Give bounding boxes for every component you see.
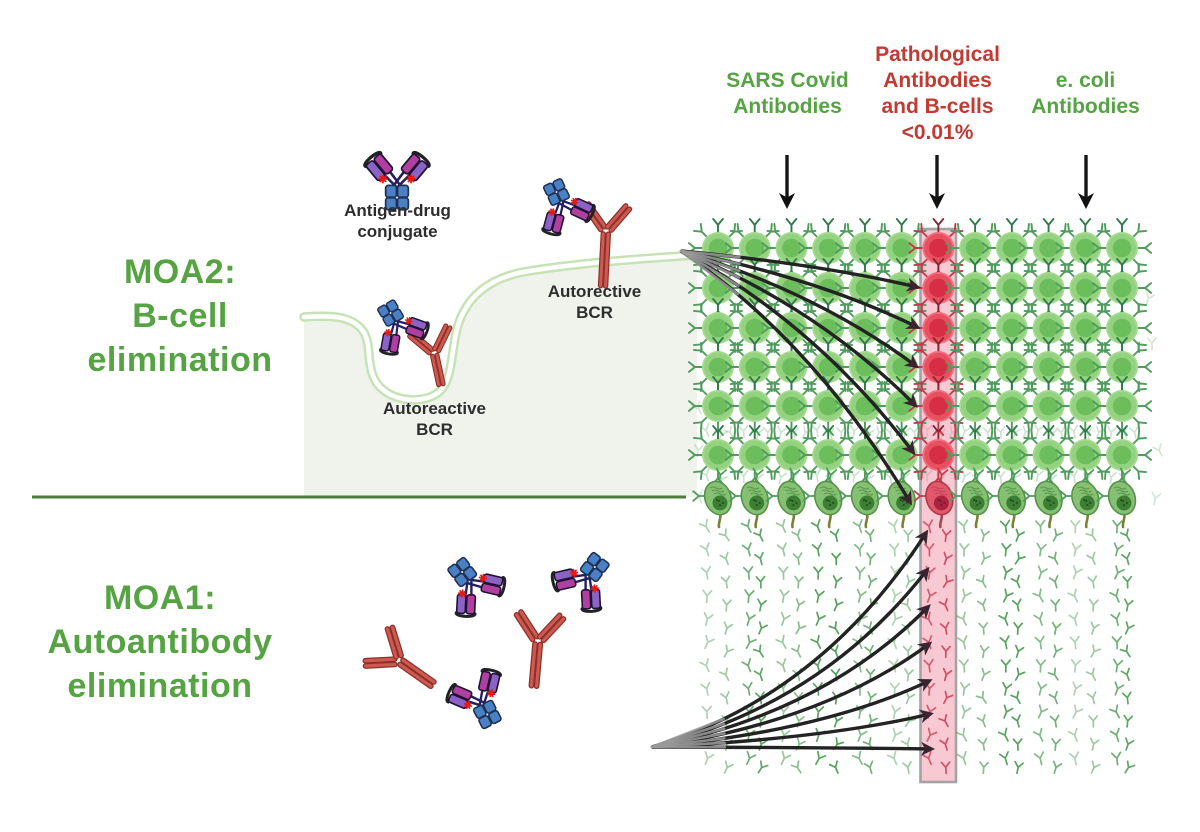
autoreactive-bcr-pocket-label: Autoreactive BCR: [352, 398, 517, 440]
plasma-cell: [986, 467, 1027, 529]
plasma-cell: [692, 467, 733, 529]
b-cell: [1092, 297, 1153, 359]
header-line: <0.01%: [901, 121, 974, 144]
pathological-b-cell: [908, 375, 969, 437]
header-line: e. coli: [1055, 69, 1116, 92]
plasma-cell: [949, 467, 990, 529]
b-cell: [1092, 257, 1153, 319]
sars-covid-antibodies-header: SARS Covid Antibodies: [705, 68, 870, 120]
antibody-stream: [886, 519, 917, 775]
antibody-stream: [810, 518, 845, 774]
plasma-cell: [875, 467, 916, 529]
header-line: Antibodies: [883, 69, 992, 92]
top-arrow-fan: [679, 249, 921, 506]
pathological-plasma-cell: [913, 467, 954, 529]
pathological-b-cell: [908, 217, 969, 279]
antigen-drug-conjugate-icon: [550, 551, 610, 613]
header-arrows: [779, 155, 1094, 209]
moa2-line: B-cell: [132, 297, 228, 335]
autoantibody-icon: [513, 609, 567, 689]
antigen-drug-conjugate-icon: [377, 299, 430, 356]
plasma-cell: [839, 467, 880, 529]
bcr-label-line: BCR: [416, 420, 453, 439]
b-cell: [945, 375, 1006, 437]
b-cell: [1092, 424, 1153, 486]
b-cell: [1092, 217, 1153, 279]
antigen-drug-conjugate-icon: [541, 178, 596, 237]
bcr-label-line: Autoreactive: [383, 399, 486, 418]
b-cell: [981, 217, 1042, 279]
b-cell: [834, 217, 895, 279]
antibody-stream: [775, 518, 807, 774]
b-cell: [1018, 297, 1079, 359]
antibody-stream: [1067, 520, 1101, 774]
ecoli-antibodies-header: e. coli Antibodies: [1003, 68, 1168, 120]
antigen-drug-conjugate-icon: [445, 668, 502, 730]
antibody-stream: [1108, 519, 1136, 774]
b-cell: [945, 257, 1006, 319]
b-cell: [945, 336, 1006, 398]
b-cell: [834, 336, 895, 398]
plasma-cell: [1059, 467, 1100, 529]
moa1-line: elimination: [67, 667, 253, 705]
moa2-line: elimination: [87, 341, 273, 379]
b-cell: [761, 375, 822, 437]
b-cell: [798, 424, 859, 486]
header-line: and B-cells: [881, 95, 994, 118]
plasma-cell: [729, 467, 769, 529]
header-line: Antibodies: [733, 95, 842, 118]
antibody-streams: [698, 518, 1136, 775]
conjugate-label-line: conjugate: [357, 222, 438, 241]
b-cell: [687, 424, 749, 486]
b-cell: [1092, 336, 1153, 398]
bottom-arrow-fan: [650, 529, 935, 756]
antibody-stream: [740, 518, 769, 774]
b-cell: [1018, 424, 1079, 486]
plasma-cell: [1022, 467, 1063, 529]
b-cell: [945, 424, 1006, 486]
b-cell: [945, 217, 1006, 279]
antibody-stream: [997, 519, 1026, 775]
moa1-line: MOA1:: [103, 579, 217, 617]
moa2-heading: MOA2: B-cell elimination: [30, 250, 330, 382]
b-cell: [981, 424, 1042, 486]
antigen-drug-conjugate-label: Antigen-drug conjugate: [320, 200, 475, 242]
antibody-stream: [955, 519, 992, 775]
header-line: Pathological: [875, 43, 1000, 66]
plasma-cell: [765, 467, 806, 529]
b-cell: [1092, 375, 1153, 437]
bcr-label-line: Autorective: [547, 282, 642, 301]
b-cell: [724, 375, 785, 437]
antibody-stream: [1032, 519, 1064, 774]
cell-grid: [687, 217, 1153, 529]
b-cell: [1018, 375, 1079, 437]
header-line: Antibodies: [1031, 95, 1140, 118]
b-cell: [945, 297, 1006, 359]
antigen-drug-conjugate-icon: [447, 556, 507, 618]
b-cell: [687, 375, 749, 437]
moa2-line: MOA2:: [123, 253, 237, 291]
conjugate-label-line: Antigen-drug: [344, 201, 451, 220]
antibody-stream: [851, 519, 879, 775]
moa2-cell-panel: [299, 250, 702, 497]
bcr-label-line: BCR: [576, 303, 613, 322]
b-cell: [687, 257, 749, 319]
moa1-heading: MOA1: Autoantibody elimination: [10, 576, 310, 708]
antigen-drug-conjugate-icon: [363, 150, 431, 211]
plasma-cell: [802, 467, 843, 529]
b-cell: [761, 217, 822, 279]
autoantibody-icon: [362, 624, 437, 690]
b-cell: [981, 336, 1042, 398]
b-cell: [1018, 257, 1079, 319]
autoreactive-bcr-top-label: Autorective BCR: [512, 281, 677, 323]
pathological-antibodies-header: Pathological Antibodies and B-cells <0.0…: [855, 42, 1020, 146]
moa1-line: Autoantibody: [47, 623, 273, 661]
plasma-cell: [1096, 467, 1137, 529]
header-line: SARS Covid: [726, 69, 849, 92]
